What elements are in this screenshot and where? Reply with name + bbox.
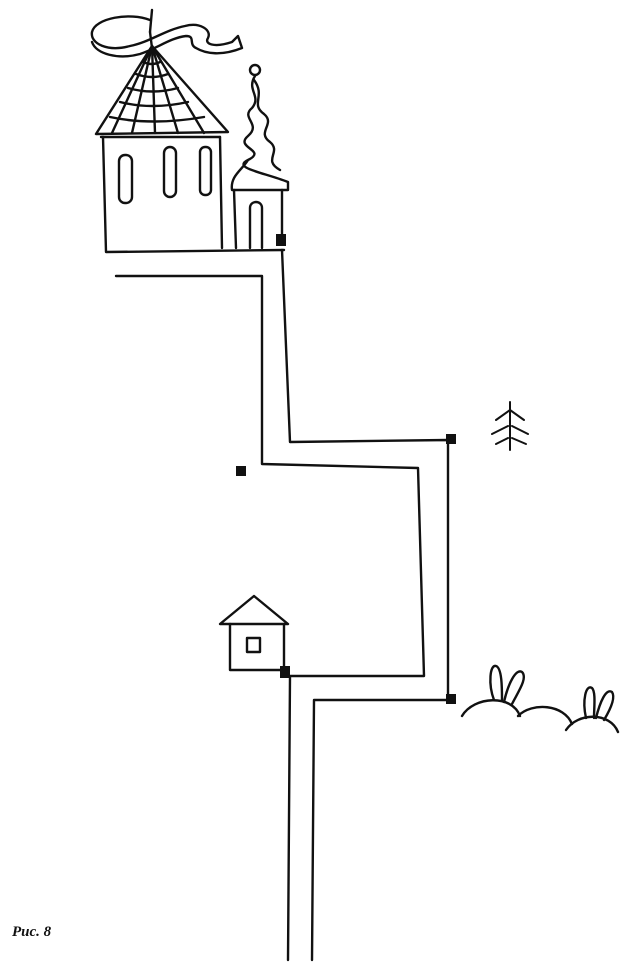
route-path	[114, 248, 450, 962]
flag-icon	[90, 8, 244, 58]
waypoint-markers	[236, 234, 456, 704]
small-house-icon	[218, 594, 290, 672]
castle-icon	[94, 44, 286, 254]
rabbits-icon	[489, 664, 615, 722]
figure-caption: Рис. 8	[12, 924, 52, 940]
waypoint-marker-icon	[446, 694, 456, 704]
waypoint-marker-icon	[280, 666, 290, 678]
waypoint-marker-icon	[236, 466, 246, 476]
tree-icon	[491, 401, 529, 451]
waypoint-marker-icon	[446, 434, 456, 444]
waypoint-marker-icon	[276, 234, 286, 246]
spire-tower-icon	[230, 63, 290, 250]
